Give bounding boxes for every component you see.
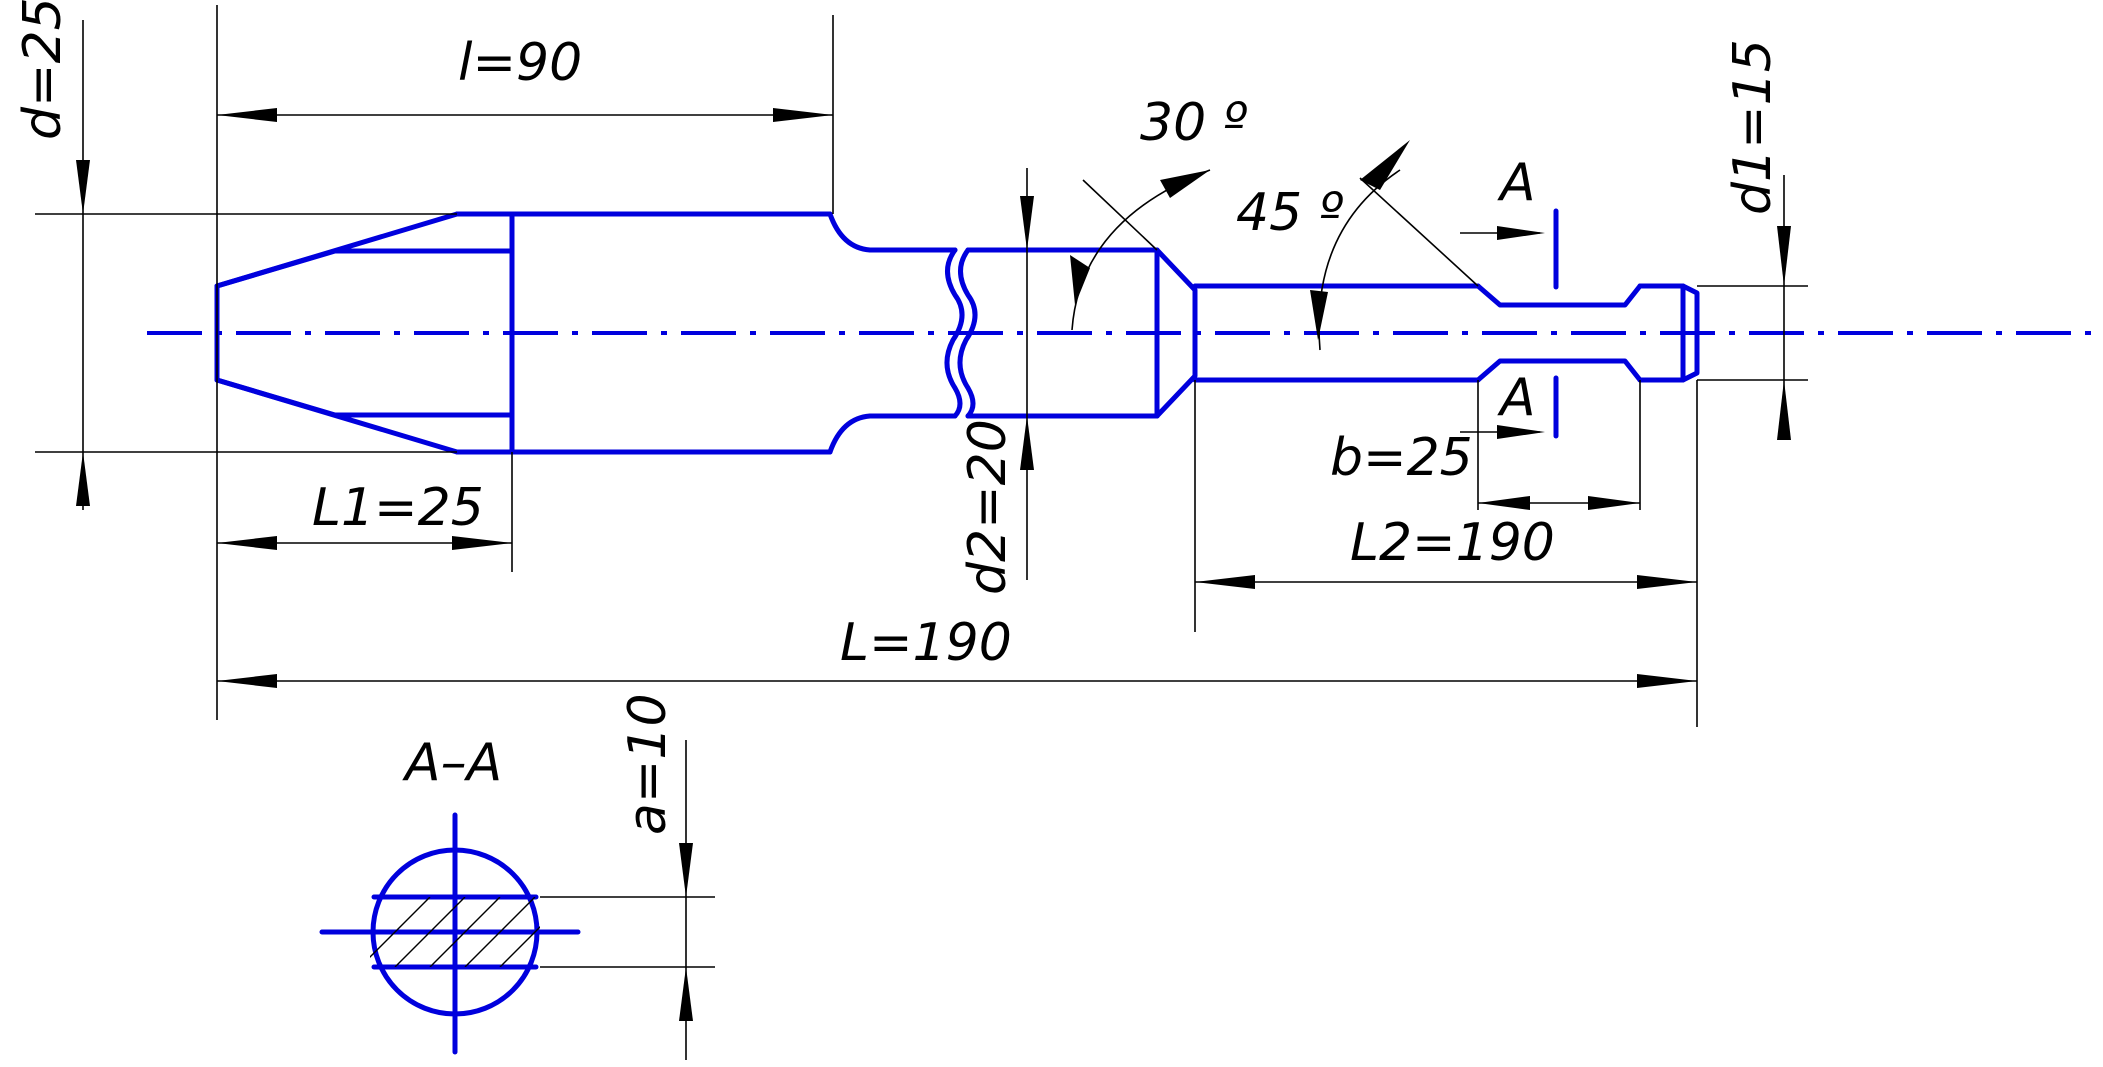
label-L2: L2=190 (1350, 513, 1555, 573)
label-d2: d2=20 (958, 419, 1018, 595)
label-L: L=190 (840, 613, 1012, 673)
arrowheads (76, 108, 1791, 1021)
label-a: a=10 (618, 693, 678, 835)
fillet-lower (827, 413, 873, 455)
label-d1: d1=15 (1723, 39, 1783, 215)
end-chamfer (1680, 283, 1700, 383)
label-d: d=25 (13, 0, 73, 140)
shaft-outline (147, 208, 2098, 455)
break-line-right (957, 247, 978, 419)
transition-upper (1154, 247, 1198, 419)
section-hatching (370, 897, 540, 967)
section-view (319, 812, 581, 1055)
label-l: l=90 (458, 33, 582, 93)
flat-upper (1475, 283, 1643, 308)
chamfer-line-lower (214, 377, 338, 418)
label-section-marker-upper: A (1497, 153, 1536, 213)
label-angle-30: 30 º (1140, 93, 1248, 153)
fillet-upper (827, 211, 873, 253)
flat-lower (1475, 358, 1643, 383)
label-L1: L1=25 (312, 478, 484, 538)
label-section-title: A–A (402, 733, 502, 793)
end-collar (1637, 283, 1686, 383)
label-angle-45: 45 º (1236, 183, 1344, 243)
label-section-marker-lower: A (1497, 368, 1536, 428)
chamfer-line-upper (214, 248, 338, 289)
dimension-labels: d=25 l=90 30 º 45 º d1=15 d2=20 L1=25 b=… (13, 0, 1783, 835)
break-line-left (944, 247, 965, 419)
label-b: b=25 (1330, 428, 1473, 488)
